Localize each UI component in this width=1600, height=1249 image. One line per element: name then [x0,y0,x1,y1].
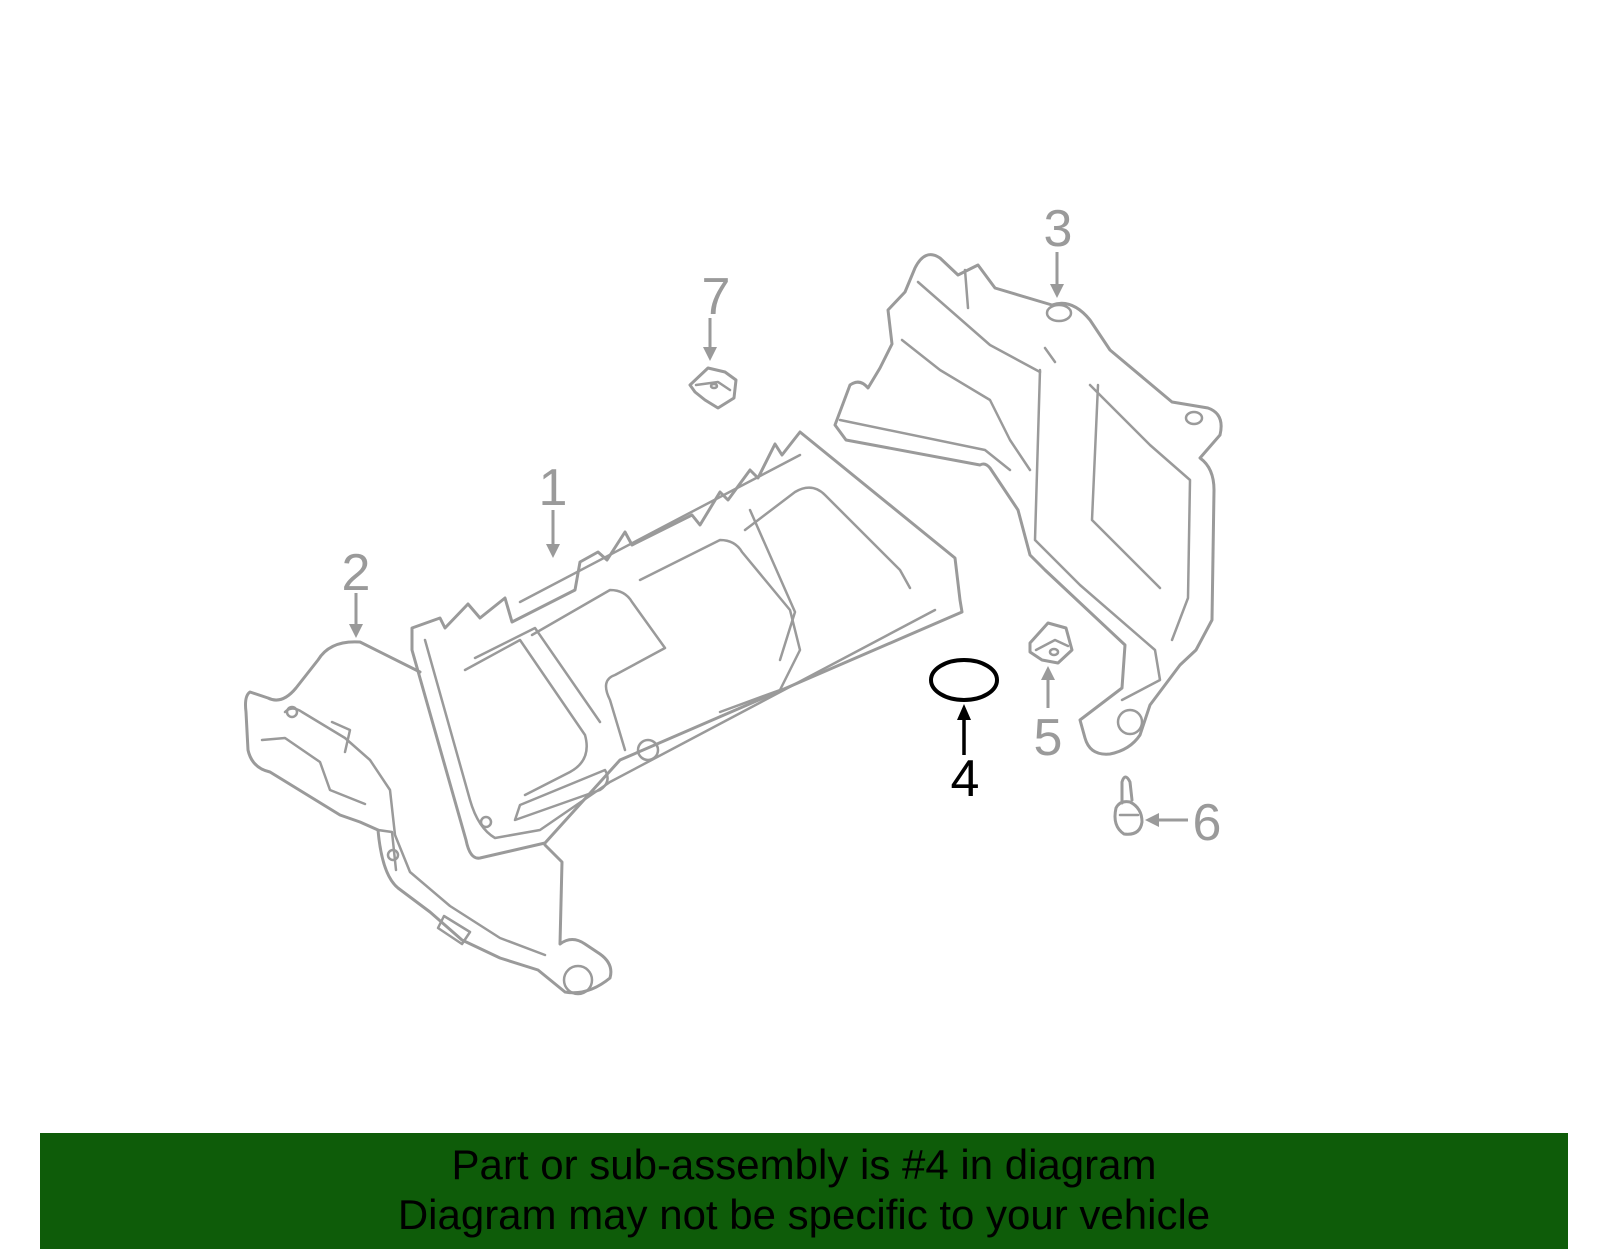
callout-label-5: 5 [1034,709,1063,767]
info-banner: Part or sub-assembly is #4 in diagram Di… [40,1133,1568,1249]
callout-arrow-2 [349,593,363,638]
part-5-clip [1028,621,1074,665]
part-6-bolt [1113,775,1144,836]
callout-label-7: 7 [702,268,731,326]
callout-label-2: 2 [342,544,371,602]
banner-line-disclaimer: Diagram may not be specific to your vehi… [397,1191,1211,1238]
callout-arrow-4 [957,704,971,755]
callout-label-3: 3 [1044,200,1073,258]
callout-arrow-1 [546,510,560,558]
callout-arrow-7 [703,318,717,361]
callout-arrow-5 [1041,666,1055,708]
part-3-side-cover [833,253,1223,756]
part-1-under-cover [410,430,964,860]
callout-label-6: 6 [1193,794,1222,852]
part-4-seal-ring [929,658,999,702]
part-2-side-cover [244,640,613,996]
part-7-nut [688,366,738,410]
banner-line-part: Part or sub-assembly is #4 in diagram [451,1141,1157,1188]
callout-label-4: 4 [951,750,980,808]
callout-label-1: 1 [539,459,568,517]
callout-arrow-6 [1145,813,1188,827]
callout-arrow-3 [1050,252,1064,298]
